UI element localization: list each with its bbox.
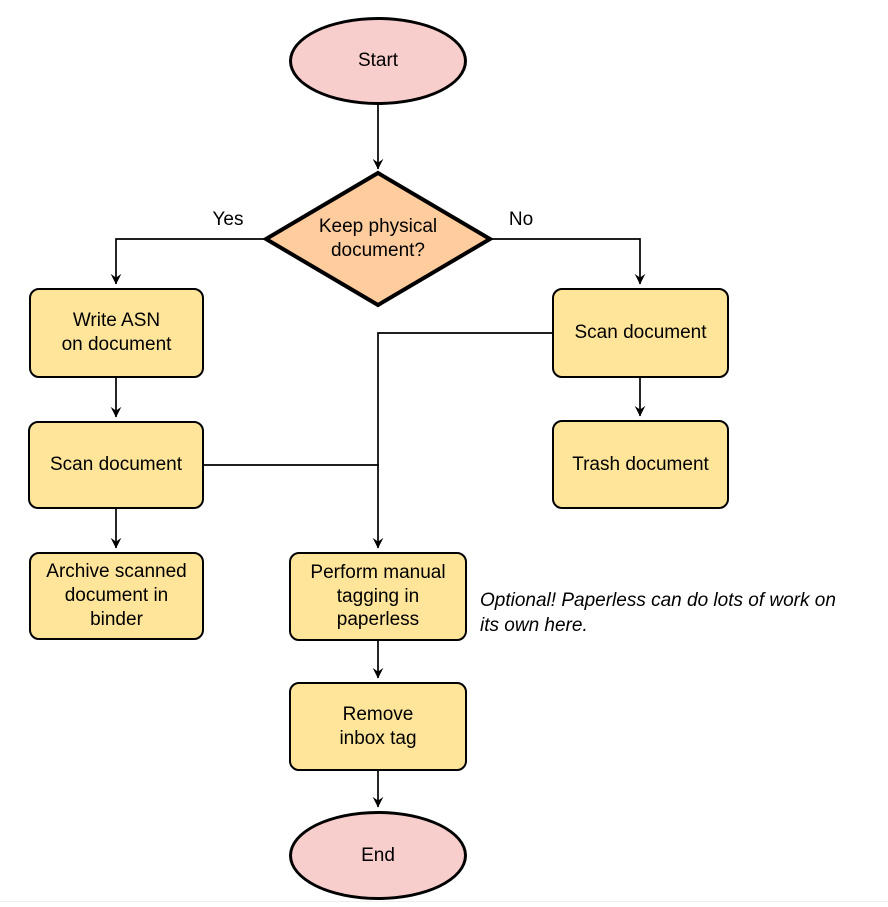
- node-start: Start: [289, 17, 467, 105]
- edge-decision-no-to-scan-right: [490, 238, 646, 285]
- node-write-asn: Write ASN on document: [29, 288, 204, 378]
- edge-scan-right-to-tagging: [372, 332, 552, 549]
- node-decision-label: Keep physical document?: [318, 216, 438, 261]
- bottom-rule: [0, 901, 888, 902]
- node-end: End: [289, 811, 467, 900]
- node-scan-document-right: Scan document: [552, 288, 729, 378]
- node-trash-document: Trash document: [552, 420, 729, 509]
- node-remove-inbox-tag: Remove inbox tag: [289, 682, 467, 771]
- node-archive-in-binder: Archive scanned document in binder: [29, 552, 204, 640]
- edge-decision-yes-to-write-asn: [110, 238, 266, 285]
- decision-diamond-shape: [262, 170, 494, 308]
- node-scan-document-left: Scan document: [28, 421, 204, 509]
- optional-annotation: Optional! Paperless can do lots of work …: [480, 590, 836, 636]
- node-manual-tagging: Perform manual tagging in paperless: [289, 552, 467, 641]
- edge-label-yes: Yes: [212, 209, 244, 230]
- edge-label-no: No: [508, 209, 534, 230]
